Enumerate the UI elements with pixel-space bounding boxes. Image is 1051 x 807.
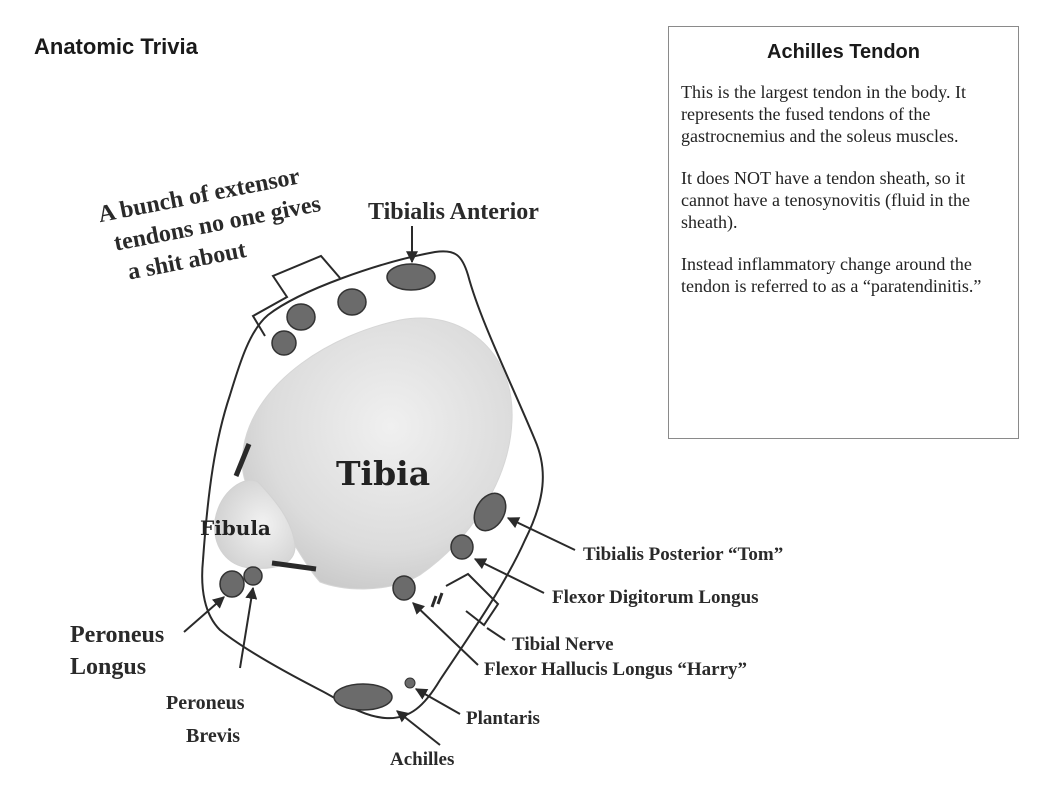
flexor-hallucis-longus-tendon (392, 575, 416, 601)
arrow-achilles (396, 710, 441, 746)
arrow-peroneus-brevis (239, 586, 258, 669)
tibialis-posterior-tendon (473, 492, 507, 532)
extensor-tendon-1 (271, 330, 297, 356)
tibialis-anterior-label: Tibialis Anterior (368, 199, 539, 225)
arrow-plantaris (414, 688, 461, 715)
extensor-bracket (251, 254, 341, 337)
peroneus-longus-label-line-2: Longus (70, 654, 146, 680)
arrow-flexor-digitorum-longus (473, 558, 545, 594)
arrow-tibial-nerve (486, 627, 506, 641)
peroneus-brevis-label-line-1: Peroneus (166, 692, 245, 714)
extensor-tendon-2 (286, 303, 316, 331)
arrow-peroneus-longus (183, 596, 225, 633)
peroneus-longus-label-line-1: Peroneus (70, 622, 164, 648)
info-paragraph-paratendinitis: Instead inflammatory change around the t… (681, 254, 982, 296)
achilles-label: Achilles (390, 749, 454, 770)
extensor-tendon-3 (337, 288, 367, 316)
info-box-achilles: Achilles Tendon This is the largest tend… (668, 26, 1019, 439)
tibial-nerve-bracket (445, 572, 500, 627)
info-paragraph-no-sheath: It does NOT have a tendon sheath, so it … (681, 168, 970, 232)
extensor-label-group: A bunch of extensor tendons no one gives… (96, 163, 323, 285)
info-paragraph-largest-tendon: This is the largest tendon in the body. … (681, 82, 966, 146)
fibula-bone (214, 479, 296, 569)
tibial-nerve-mark-2 (436, 592, 444, 605)
septum-bar-lower (271, 560, 317, 572)
achilles-tendon (333, 683, 393, 711)
flexor-hallucis-longus-label: Flexor Hallucis Longus “Harry” (484, 659, 747, 680)
plantaris-label: Plantaris (466, 708, 540, 729)
info-box-title: Achilles Tendon (767, 41, 920, 63)
arrow-flexor-hallucis-longus (412, 602, 479, 666)
arrow-tibialis-posterior (506, 517, 576, 551)
flexor-digitorum-longus-tendon (450, 534, 474, 560)
tibialis-posterior-label: Tibialis Posterior “Tom” (583, 544, 783, 565)
tibialis-anterior-tendon (386, 263, 436, 291)
fibula-label: Fibula (200, 516, 271, 540)
peroneus-brevis-label-line-2: Brevis (186, 725, 240, 747)
plantaris-tendon (404, 677, 416, 689)
tibial-nerve-mark-1 (430, 595, 438, 608)
tibia-label: Tibia (336, 454, 430, 493)
tibial-nerve-label: Tibial Nerve (512, 634, 614, 655)
septum-bar-upper (233, 443, 252, 477)
peroneus-brevis-tendon (243, 566, 263, 586)
page-title: Anatomic Trivia (34, 34, 198, 59)
peroneus-longus-tendon (219, 570, 245, 598)
flexor-digitorum-longus-label: Flexor Digitorum Longus (552, 587, 759, 608)
